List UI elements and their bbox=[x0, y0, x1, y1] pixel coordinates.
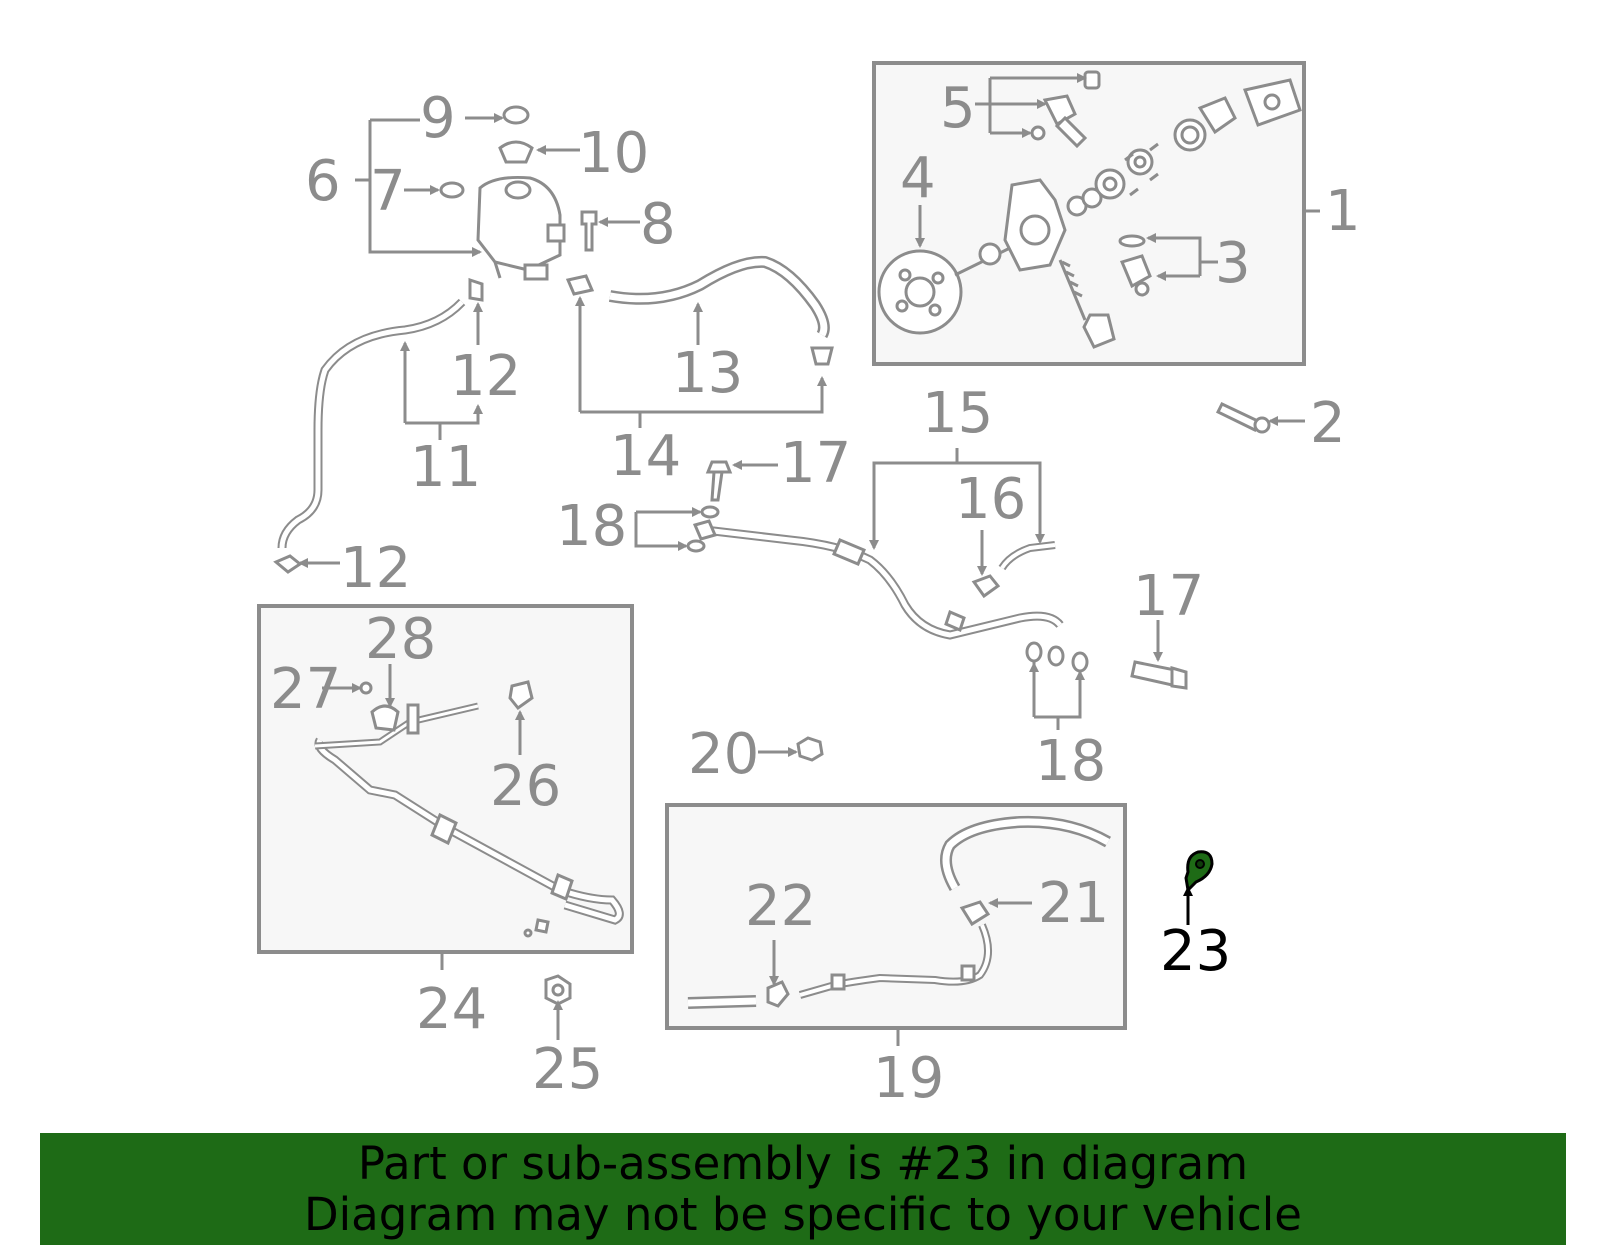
return-hose-part-19 bbox=[687, 815, 1112, 1009]
return-hose-box bbox=[665, 803, 1127, 1030]
callout-22: 22 bbox=[745, 874, 816, 939]
callout-23: 23 bbox=[1160, 919, 1231, 984]
callout-7: 7 bbox=[370, 159, 406, 224]
reservoir-cap-parts bbox=[439, 105, 598, 252]
callout-4: 4 bbox=[900, 146, 936, 211]
callout-11: 11 bbox=[410, 435, 481, 500]
callout-18b: 18 bbox=[1035, 729, 1106, 794]
callout-16: 16 bbox=[955, 467, 1026, 532]
callout-19: 19 bbox=[873, 1046, 944, 1111]
info-banner: Part or sub-assembly is #23 in diagram D… bbox=[40, 1133, 1566, 1245]
reservoir-tank bbox=[476, 176, 566, 281]
leader-3 bbox=[1146, 233, 1218, 281]
callout-2: 2 bbox=[1310, 391, 1346, 456]
pump-body bbox=[1003, 78, 1302, 349]
callout-12a: 12 bbox=[450, 344, 521, 409]
callout-8: 8 bbox=[640, 192, 676, 257]
leader-18b bbox=[1032, 662, 1080, 719]
banner-line-1: Part or sub-assembly is #23 in diagram bbox=[357, 1137, 1249, 1190]
callout-5: 5 bbox=[940, 76, 976, 141]
leader-11 bbox=[403, 343, 478, 425]
callout-26: 26 bbox=[490, 754, 561, 819]
callout-17b: 17 bbox=[1133, 564, 1204, 629]
nut-part-20 bbox=[758, 736, 824, 762]
callout-27: 27 bbox=[270, 657, 341, 722]
callout-14: 14 bbox=[610, 424, 681, 489]
highlighted-part-23[interactable] bbox=[1183, 850, 1214, 925]
pump-fittings bbox=[1030, 70, 1152, 297]
callout-17a: 17 bbox=[780, 431, 851, 496]
callout-21: 21 bbox=[1038, 871, 1109, 936]
callout-28: 28 bbox=[365, 607, 436, 672]
leader-6 bbox=[355, 120, 480, 252]
callout-1: 1 bbox=[1325, 179, 1361, 244]
leader-14 bbox=[578, 300, 822, 414]
callout-10: 10 bbox=[578, 121, 649, 186]
callout-9: 9 bbox=[420, 86, 456, 151]
callout-25: 25 bbox=[532, 1037, 603, 1102]
callout-15: 15 bbox=[922, 381, 993, 446]
pressure-line-part-15 bbox=[692, 519, 1064, 640]
bolt-part-2 bbox=[1215, 402, 1305, 434]
callout-3: 3 bbox=[1215, 231, 1251, 296]
callout-20: 20 bbox=[688, 722, 759, 787]
banner-line-2: Diagram may not be specific to your vehi… bbox=[304, 1188, 1302, 1241]
fittings-17-18 bbox=[686, 460, 1188, 690]
cooler-line-part-24 bbox=[314, 680, 624, 938]
callout-24: 24 bbox=[416, 977, 487, 1042]
callout-18a: 18 bbox=[556, 494, 627, 559]
leader-5 bbox=[975, 73, 1087, 138]
callout-6: 6 bbox=[305, 149, 341, 214]
callout-12b: 12 bbox=[340, 536, 411, 601]
hose-part-13 bbox=[565, 255, 834, 366]
nut-part-25 bbox=[544, 974, 572, 1040]
hose-part-11 bbox=[273, 277, 484, 574]
pump-pulley bbox=[877, 242, 1011, 335]
callout-13: 13 bbox=[672, 341, 743, 406]
